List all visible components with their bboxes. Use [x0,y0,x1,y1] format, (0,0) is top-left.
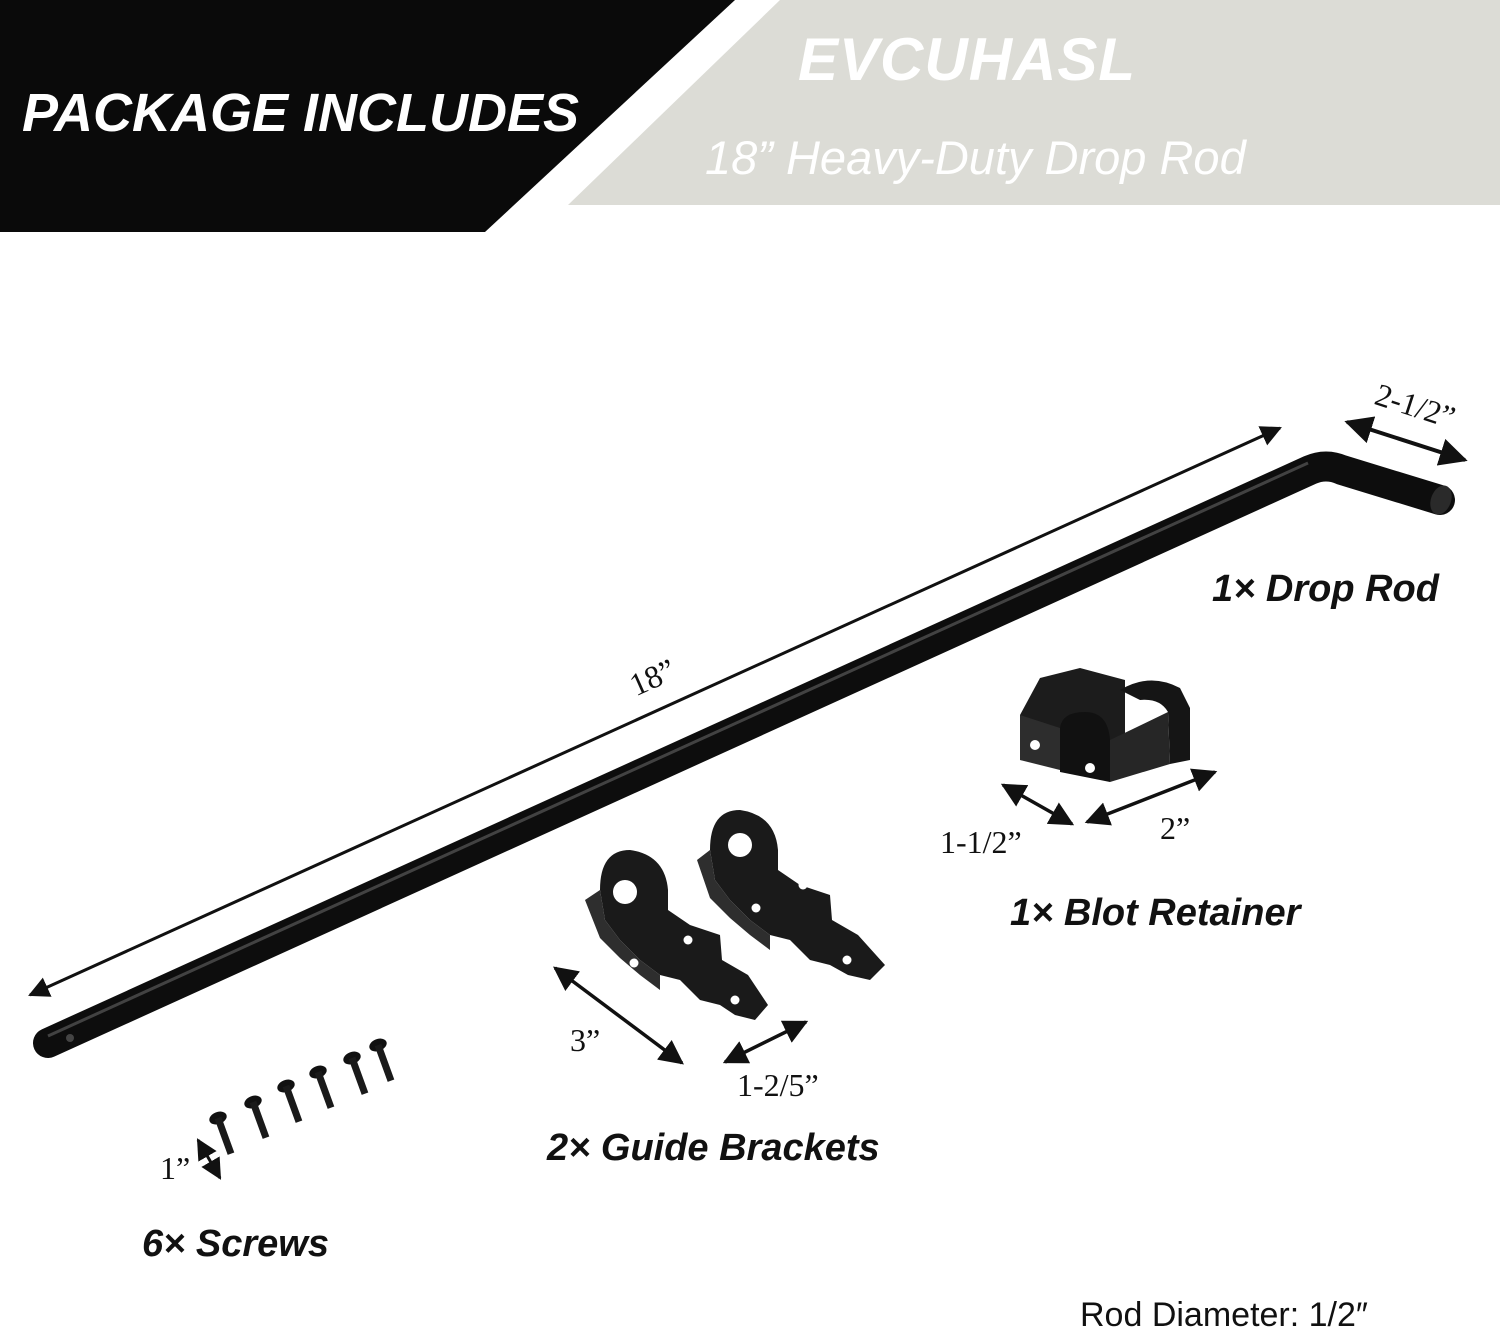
product-subtitle: 18” Heavy-Duty Drop Rod [705,131,1246,184]
guide-bracket-image-2 [697,810,885,980]
drop-rod-label: 1× Drop Rod [1212,568,1439,610]
header-banner [0,0,1500,232]
bracket-width-arrow [722,1020,809,1064]
rod-bend-arrow [1344,416,1468,466]
drop-rod-image [33,451,1455,1058]
retainer-depth-dimension: 1-1/2” [940,824,1022,860]
screws-image [209,1038,395,1155]
blot-retainer-image [1020,668,1190,782]
rod-length-arrow [28,426,1282,997]
guide-bracket-image-1 [585,850,768,1020]
bracket-length-arrow [553,966,684,1065]
retainer-width-arrow [1084,768,1218,826]
screws-label: 6× Screws [142,1223,329,1265]
blot-retainer-label: 1× Blot Retainer [1010,892,1301,934]
header-banner-black [0,0,735,232]
header-title: PACKAGE INCLUDES [22,83,580,143]
brand-name: EVCUHASL [798,26,1137,93]
bracket-width-dimension: 1-2/5” [737,1067,819,1103]
retainer-width-dimension: 2” [1160,810,1191,846]
retainer-depth-arrow [1000,783,1075,826]
screw-length-dimension: 1” [160,1150,191,1186]
header-banner-gray [568,0,1500,205]
rod-diameter-note: Rod Diameter: 1/2″ [1080,1296,1368,1334]
guide-brackets-label: 2× Guide Brackets [547,1127,880,1169]
bracket-length-dimension: 3” [570,1022,601,1058]
screw-length-arrow [196,1138,222,1180]
